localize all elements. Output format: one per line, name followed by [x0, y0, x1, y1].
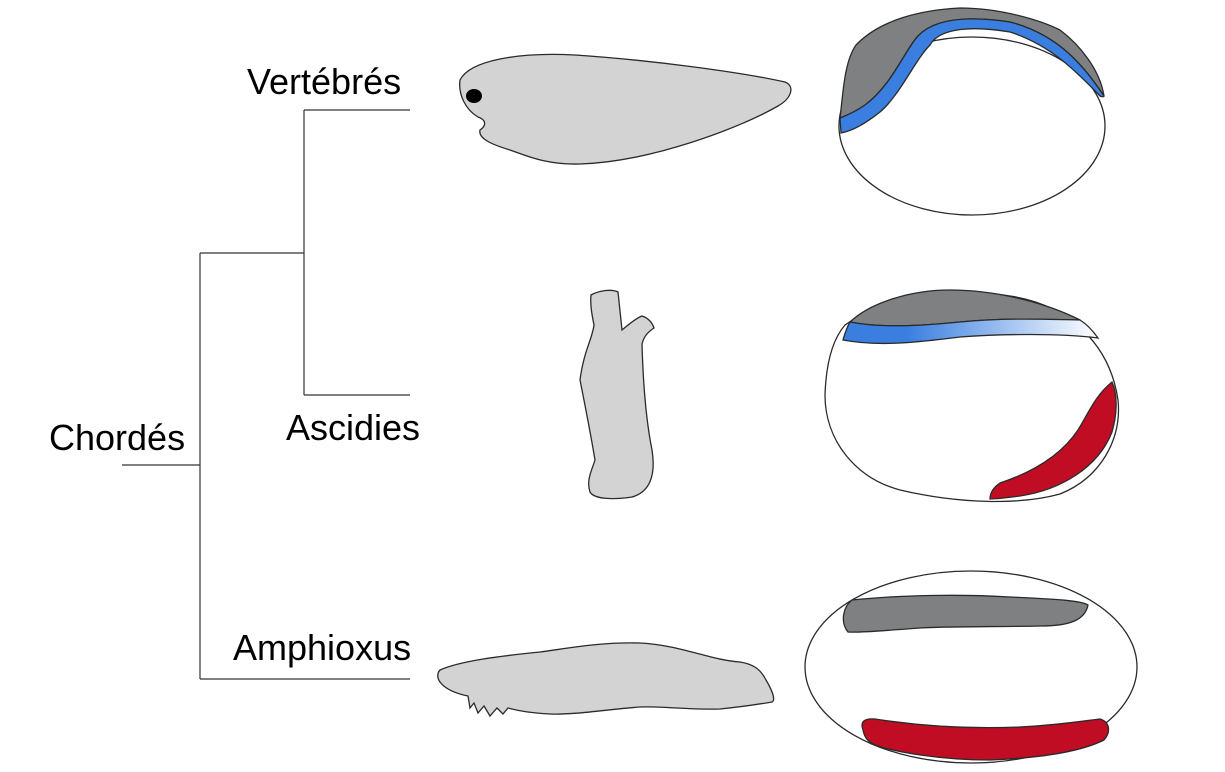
vertebrate-embryo-diagram	[839, 8, 1105, 215]
ascidian-icon	[580, 290, 654, 498]
tadpole-eye	[466, 89, 482, 103]
amphioxus-embryo-diagram	[805, 571, 1137, 763]
ascidian-body	[580, 290, 654, 498]
ascidian-embryo-diagram	[825, 290, 1118, 501]
vertebrate-tadpole-icon	[460, 54, 791, 164]
tadpole-body	[460, 54, 791, 164]
root-label: Chordés	[49, 417, 185, 458]
amphioxus-body	[438, 643, 774, 716]
amphioxus-label: Amphioxus	[233, 627, 411, 668]
ascidians-label: Ascidies	[286, 407, 420, 448]
amphioxus-icon	[438, 643, 774, 716]
vertebrates-label: Vertébrés	[247, 61, 401, 102]
phylogenetic-tree	[122, 110, 410, 679]
